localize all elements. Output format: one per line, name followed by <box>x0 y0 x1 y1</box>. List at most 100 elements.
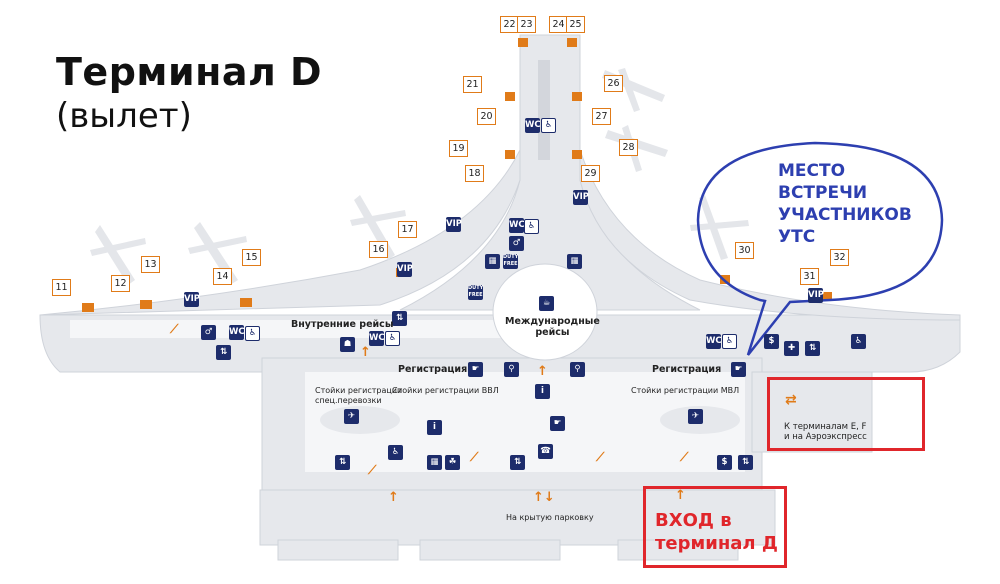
info-icon[interactable]: i <box>535 384 550 399</box>
bridge-22 <box>518 38 528 47</box>
meeting-callout <box>696 141 944 356</box>
elevator-icon: ⇅ <box>335 455 350 470</box>
desk-mvl-label: Стойки регистрации МВЛ <box>631 386 740 395</box>
international-flights-label: Международные рейсы <box>505 316 600 338</box>
central-hub <box>492 263 598 361</box>
bridge-18 <box>505 150 515 159</box>
gate-19[interactable]: 19 <box>449 140 468 157</box>
bridge-32 <box>822 292 832 301</box>
arrow-updown-icon: ↑↓ <box>533 490 555 505</box>
arrow-up-icon: ↑ <box>537 364 548 379</box>
bridge-12 <box>140 300 152 309</box>
meeting-line1: МЕСТО <box>778 161 846 181</box>
entrance-label: ВХОД в терминал Д <box>655 509 778 555</box>
transfer-line2: и на Аэроэкспресс <box>784 432 867 442</box>
plane-icon <box>605 125 668 172</box>
wheelchair-icon: ♿ <box>722 334 737 349</box>
arrow-up-icon: ↑ <box>360 345 371 360</box>
gate-27[interactable]: 27 <box>592 108 611 125</box>
escalator-icon: ⟋ <box>470 450 479 464</box>
arrow-up-icon: ↑ <box>675 488 686 503</box>
wheelchair-service-icon: ♿ <box>851 334 866 349</box>
meeting-line4: УТС <box>778 227 816 247</box>
transfer-highlight-box <box>767 377 925 451</box>
parking-lane-1 <box>277 539 399 561</box>
gate-31[interactable]: 31 <box>800 268 819 285</box>
domestic-flights-label: Внутренние рейсы <box>291 319 394 330</box>
security-icon: ⚲ <box>504 362 519 377</box>
info-icon[interactable]: i <box>427 420 442 435</box>
service-icon: ☛ <box>550 416 565 431</box>
parking-lane-2 <box>419 539 561 561</box>
gate-12[interactable]: 12 <box>111 275 130 292</box>
arrow-up-icon: ↑ <box>388 490 399 505</box>
elevator-icon: ⇅ <box>805 341 820 356</box>
gate-15[interactable]: 15 <box>242 249 261 266</box>
gate-16[interactable]: 16 <box>369 241 388 258</box>
international-line2: рейсы <box>535 327 570 338</box>
escalator-icon: ⟋ <box>368 463 377 477</box>
desk-vvl-label: Стойки регистрации ВВЛ <box>392 386 499 395</box>
page-title: Терминал D <box>56 50 323 94</box>
bridge-28 <box>572 150 582 159</box>
bridge-14 <box>240 298 252 307</box>
pets-icon: ☘ <box>445 455 460 470</box>
bridge-26 <box>572 92 582 101</box>
gate-17[interactable]: 17 <box>398 221 417 238</box>
plane-departure-icon: ✈ <box>688 409 703 424</box>
family-room-icon: ♂ <box>509 236 524 251</box>
plane-departure-icon: ✈ <box>344 409 359 424</box>
meeting-point-label: МЕСТО ВСТРЕЧИ УЧАСТНИКОВ УТС <box>778 160 912 248</box>
bridge-24 <box>567 38 577 47</box>
right-annex <box>751 371 873 453</box>
gate-14[interactable]: 14 <box>213 268 232 285</box>
entrance-highlight-box <box>643 486 787 568</box>
security-icon: ⚲ <box>570 362 585 377</box>
wheelchair-icon: ♿ <box>245 326 260 341</box>
gate-28[interactable]: 28 <box>619 139 638 156</box>
shop-icon: ▦ <box>485 254 500 269</box>
vip-lounge-icon: VIP <box>184 292 200 307</box>
entrance-line1: ВХОД в <box>655 510 732 531</box>
special-desk-line2: спец.перевозки <box>315 396 382 405</box>
gate-11[interactable]: 11 <box>52 279 71 296</box>
gate-30[interactable]: 30 <box>735 242 754 259</box>
registration-right-label: Регистрация <box>652 364 722 375</box>
parking-lane-3 <box>617 539 739 561</box>
shop-icon: ▦ <box>427 455 442 470</box>
wc-icon: WC <box>369 331 385 346</box>
gate-26[interactable]: 26 <box>604 75 623 92</box>
bridge-20 <box>505 92 515 101</box>
meeting-line2: ВСТРЕЧИ <box>778 183 868 203</box>
gate-25[interactable]: 25 <box>566 16 585 33</box>
gate-21[interactable]: 21 <box>463 76 482 93</box>
wc-icon: WC <box>706 334 722 349</box>
escalator-icon: ⟋ <box>596 450 605 464</box>
service-icon: ☛ <box>731 362 746 377</box>
duty-free-icon: DUTY FREE <box>468 285 484 300</box>
gate-32[interactable]: 32 <box>830 249 849 266</box>
vip-lounge-icon: VIP <box>446 217 462 232</box>
shop-icon: ▦ <box>567 254 582 269</box>
gate-18[interactable]: 18 <box>465 165 484 182</box>
vip-lounge-icon: VIP <box>397 262 413 277</box>
transfer-arrow-icon: ⇄ <box>785 392 797 408</box>
elevator-icon: ⇅ <box>510 455 525 470</box>
right-wing <box>579 149 961 321</box>
gate-13[interactable]: 13 <box>141 256 160 273</box>
gate-23[interactable]: 23 <box>517 16 536 33</box>
escalator-icon: ⟋ <box>680 450 689 464</box>
vip-lounge-icon: VIP <box>808 288 824 303</box>
gate-29[interactable]: 29 <box>581 165 600 182</box>
meeting-line3: УЧАСТНИКОВ <box>778 205 912 225</box>
lounge-icon: ☗ <box>340 337 355 352</box>
plane-icon <box>90 225 146 285</box>
bridge-11 <box>82 303 94 312</box>
registration-left-label: Регистрация <box>398 364 468 375</box>
parking-label: На крытую парковку <box>506 513 594 522</box>
wheelchair-icon: ♿ <box>524 219 539 234</box>
atm-icon: $ <box>764 334 779 349</box>
road-band <box>259 489 776 546</box>
gate-20[interactable]: 20 <box>477 108 496 125</box>
